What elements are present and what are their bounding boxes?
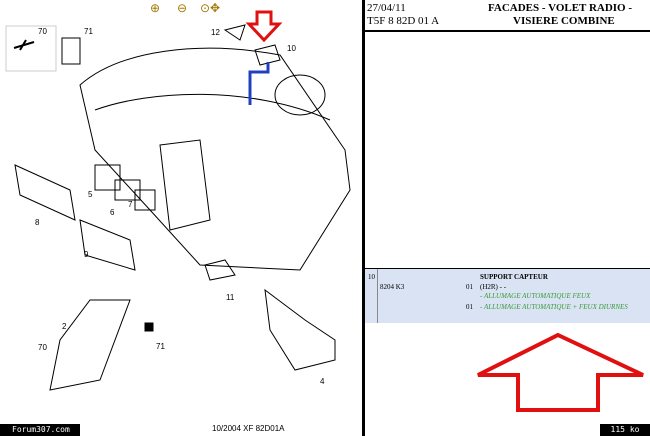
parts-table-panel: 27/04/11 T5F 8 82D 01 A FACADES - VOLET … bbox=[365, 0, 650, 436]
option-text: - ALLUMAGE AUTOMATIQUE + FEUX DIURNES bbox=[480, 303, 628, 311]
part-label: 70 bbox=[38, 343, 47, 352]
site-label: Forum307.com bbox=[0, 424, 80, 436]
option-text: (H2R) - - bbox=[480, 283, 507, 291]
zoom-pan-icon[interactable]: ⊙✥ bbox=[200, 1, 221, 15]
zoom-in-icon[interactable]: ⊕ bbox=[150, 1, 161, 15]
part-ref: 8204 K3 bbox=[380, 283, 405, 291]
zoom-out-icon[interactable]: ⊖ bbox=[177, 1, 188, 15]
arrow-up-icon bbox=[477, 332, 644, 412]
panel-divider bbox=[362, 0, 365, 436]
size-label: 115 ko bbox=[600, 424, 650, 436]
row-number: 10 bbox=[368, 273, 375, 281]
date: 27/04/11 bbox=[367, 2, 406, 14]
title-line2: VISIERE COMBINE bbox=[513, 15, 615, 27]
part-label: 71 bbox=[84, 27, 93, 36]
part-label: 70 bbox=[38, 27, 47, 36]
part-label: 9 bbox=[84, 250, 89, 259]
part-label: 71 bbox=[156, 342, 165, 351]
diagram-reference: 10/2004 XF 82D01A bbox=[212, 424, 285, 433]
part-label: 4 bbox=[320, 377, 325, 386]
table-row[interactable]: 10 8204 K3 SUPPORT CAPTEUR 01 (H2R) - - … bbox=[365, 269, 650, 323]
divider bbox=[365, 30, 650, 32]
option-qty: 01 bbox=[466, 283, 473, 291]
part-label: 6 bbox=[110, 208, 115, 217]
option-qty: 01 bbox=[466, 303, 473, 311]
option-text: - ALLUMAGE AUTOMATIQUE FEUX bbox=[480, 292, 591, 300]
part-label: 8 bbox=[35, 218, 40, 227]
part-label: 11 bbox=[226, 293, 235, 302]
part-label: 2 bbox=[62, 322, 67, 331]
catalog-code: T5F 8 82D 01 A bbox=[367, 15, 440, 27]
exploded-diagram bbox=[5, 10, 351, 391]
divider bbox=[377, 269, 378, 323]
part-label: 10 bbox=[287, 44, 296, 53]
title-line1: FACADES - VOLET RADIO - bbox=[488, 2, 633, 14]
divider bbox=[365, 268, 650, 269]
part-label: 12 bbox=[211, 28, 220, 37]
diagram-panel: ⊕ ⊖ ⊙✥ 70 71 12 10 5 6 7 8 bbox=[0, 1, 351, 436]
part-label: 5 bbox=[88, 190, 93, 199]
part-label: 7 bbox=[128, 200, 133, 209]
part-title: SUPPORT CAPTEUR bbox=[480, 273, 548, 281]
